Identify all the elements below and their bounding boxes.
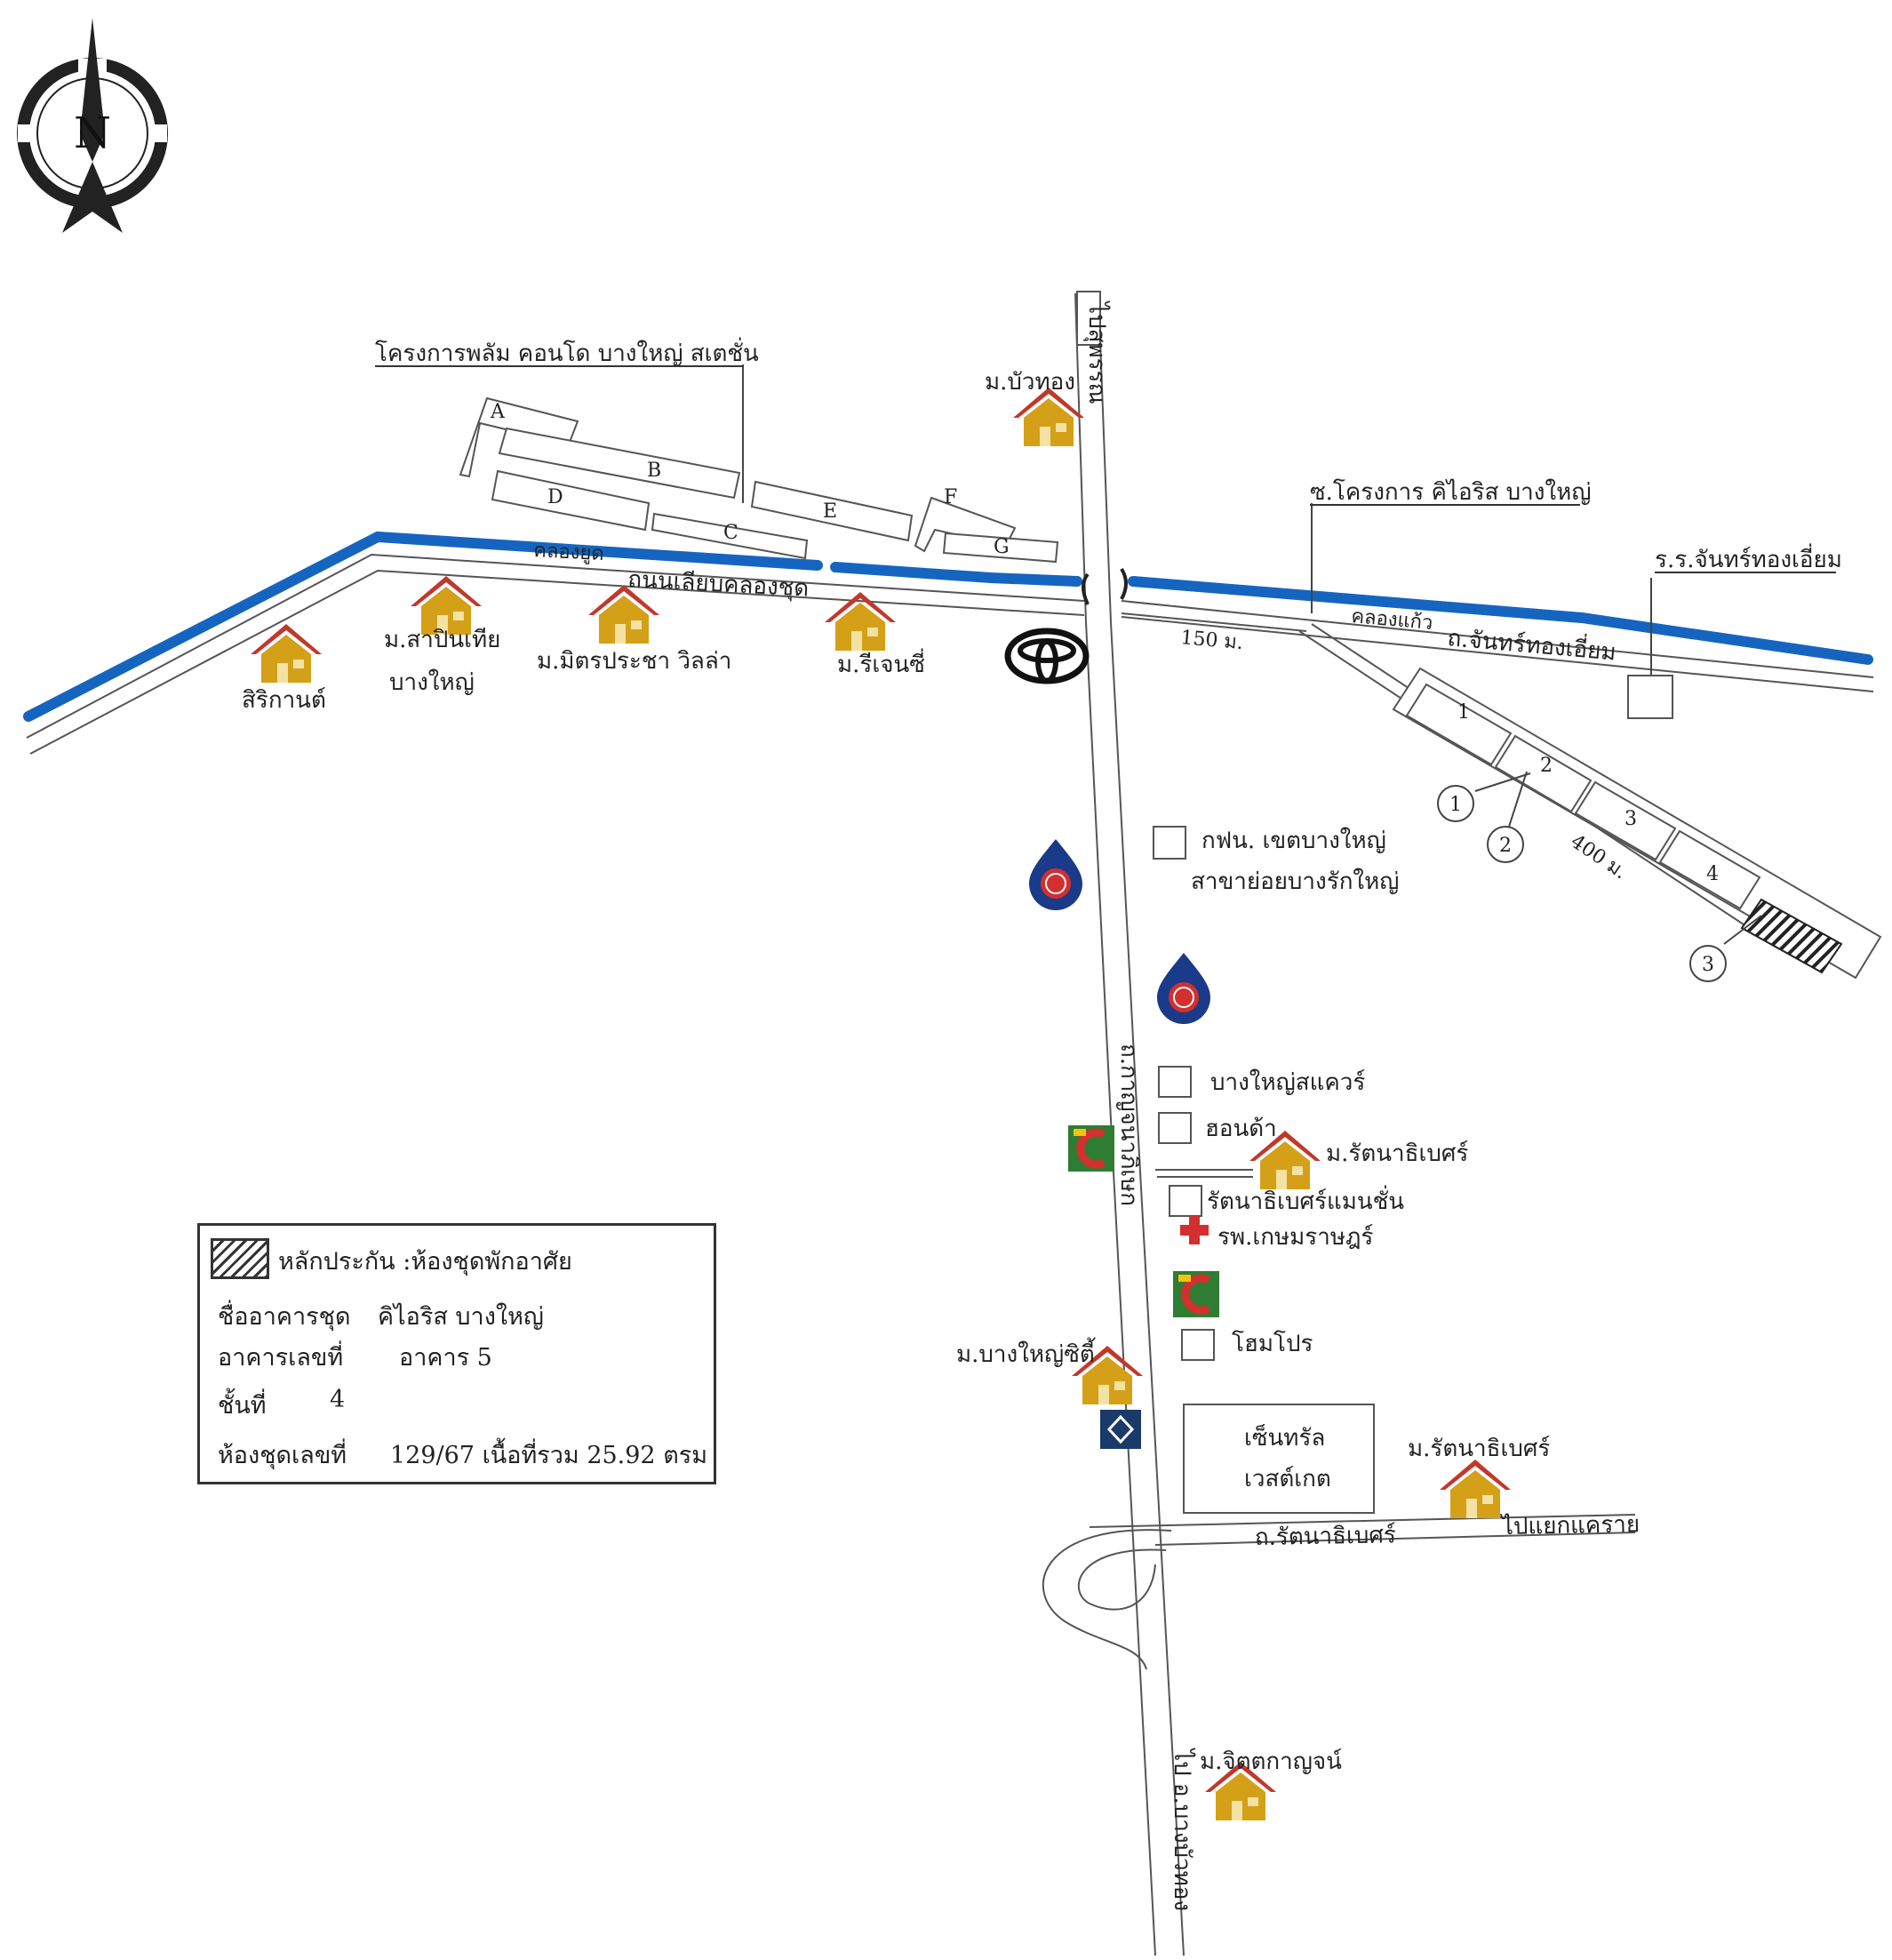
- label-to-bang-bua-thong: ไป อ.บางบัวทอง: [1169, 1748, 1196, 1911]
- hatch-swatch-icon: [211, 1238, 269, 1279]
- canal-right: [1128, 576, 1873, 665]
- pea-square-icon: [1153, 826, 1186, 860]
- label-homepro: โฮมโปร: [1232, 1330, 1313, 1357]
- homepro-square-icon: [1181, 1329, 1215, 1361]
- plum-bldg-c: C: [723, 522, 738, 544]
- label-bangyai-square: บางใหญ่สแควร์: [1210, 1069, 1365, 1096]
- plum-bldg-b: B: [647, 460, 661, 482]
- legend-box: หลักประกัน :ห้องชุดพักอาศัย ชื่ออาคารชุด…: [197, 1223, 716, 1484]
- label-central-1: เซ็นทรัล: [1244, 1423, 1325, 1452]
- mansion-square-icon: [1169, 1185, 1202, 1217]
- rattanathibet-road-bottom: [1154, 1532, 1636, 1546]
- svg-text:1: 1: [1449, 794, 1462, 816]
- label-plum-project: โครงการพลัม คอนโด บางใหญ่ สเตชั่น: [375, 337, 759, 367]
- ptt-icon-1: [1028, 838, 1083, 911]
- legend-unit-label: ห้องชุดเลขที่: [218, 1442, 347, 1469]
- svg-text:2: 2: [1499, 835, 1512, 857]
- label-hospital: รพ.เกษมราษฎร์: [1217, 1224, 1373, 1251]
- label-sapinthia-1: ม.สาปินเทีย: [384, 627, 500, 653]
- label-rattanathibet-2: ม.รัตนาธิเบศร์: [1408, 1436, 1550, 1462]
- compass-letter: N: [74, 108, 111, 158]
- central-westgate-block: [1183, 1404, 1375, 1514]
- marker-1: 1: [1437, 772, 1531, 822]
- u-turn-loop-outer: [1042, 1529, 1172, 1670]
- legend-building-name-value: คิไอริส บางใหญ่: [378, 1303, 544, 1331]
- label-canal-left: คลองยูด: [533, 540, 605, 565]
- road-chanthong-bottom: [1121, 616, 1874, 692]
- legend-collateral: หลักประกัน :ห้องชุดพักอาศัย: [278, 1248, 572, 1276]
- iris-bldg-2: 2: [1540, 755, 1553, 777]
- u-turn-loop-inner: [1077, 1548, 1167, 1611]
- compass-icon: N: [17, 18, 168, 233]
- label-pea-1: กฟน. เขตบางใหญ่: [1201, 828, 1386, 854]
- main-road-east: [1098, 292, 1185, 1956]
- label-pea-2: สาขาย่อยบางรักใหญ่: [1191, 868, 1399, 895]
- plum-bldg-f: F: [944, 486, 957, 508]
- label-to-suphan: ไปสุพรรณ: [1083, 300, 1111, 404]
- canal-left: [23, 531, 823, 722]
- hospital-cross-icon: [1180, 1216, 1209, 1244]
- marker-3: 3: [1689, 915, 1762, 982]
- label-sirikan: สิริกานต์: [242, 687, 326, 714]
- house-icon-rattanathibet-2: [1440, 1460, 1511, 1518]
- plum-bldg-d: D: [547, 486, 563, 508]
- label-to-khae-rai: ไปแยกแคราย: [1500, 1510, 1641, 1540]
- road-canal-left-bottom: [29, 569, 1085, 755]
- canal-middle: [830, 562, 1082, 587]
- bridge-west: [1082, 572, 1090, 605]
- label-rattanathibet-road: ถ.รัตนาธิเบศร์: [1255, 1522, 1396, 1551]
- plum-bldg-g: G: [994, 536, 1010, 558]
- label-road-chanthong: ถ.จันทร์ทองเอี่ยม: [1446, 621, 1617, 666]
- label-kanchana-road: ถ.กาญจนาภิเษก: [1115, 1044, 1142, 1206]
- label-rattanathibet-mansion: รัตนาธิเบศร์แมนชั่น: [1207, 1185, 1404, 1215]
- ptt-icon-2: [1156, 952, 1211, 1025]
- road-chanthong-top: [1121, 600, 1874, 678]
- plum-bldg-e: E: [823, 500, 837, 523]
- road-sign-post: [1076, 291, 1101, 346]
- iris-bldg-3: 3: [1625, 808, 1637, 830]
- school-square-icon: [1627, 675, 1673, 719]
- label-jitkanchan: ม.จิตตกาญจน์: [1200, 1748, 1342, 1775]
- iris-project: 1 2 3 4: [1392, 667, 1882, 980]
- bigc-icon-1: [1068, 1125, 1114, 1172]
- legend-building-no-label: อาคารเลขที่: [218, 1344, 344, 1372]
- bridge-east: [1120, 567, 1128, 600]
- label-central-2: เวสต์เกต: [1244, 1466, 1331, 1492]
- marker-2: 2: [1487, 771, 1528, 863]
- label-sapinthia-2: บางใหญ่: [389, 669, 475, 696]
- iris-bldg-1: 1: [1457, 701, 1470, 724]
- legend-floor-label: ชั้นที่: [218, 1392, 267, 1420]
- bigc-icon-2: [1173, 1271, 1219, 1317]
- iris-bldg-4: 4: [1706, 863, 1719, 885]
- label-school: ร.ร.จันทร์ทองเอี่ยม: [1655, 543, 1842, 573]
- plum-bldg-a: A: [490, 401, 506, 423]
- label-mitprasacha: ม.มิตรประชา วิลล่า: [537, 648, 731, 675]
- house-icon-bua-thong: [1013, 388, 1084, 446]
- toyota-icon: [1004, 628, 1090, 684]
- legend-building-no-value: อาคาร 5: [399, 1344, 492, 1372]
- label-road-canal: ถนนเลียบคลองชุด: [627, 566, 810, 603]
- legend-unit-value: 129/67 เนื้อที่รวม 25.92 ตรม: [390, 1442, 708, 1469]
- label-honda: ฮอนด้า: [1205, 1116, 1277, 1142]
- legend-building-name-label: ชื่ออาคารชุด: [218, 1303, 351, 1331]
- label-bua-thong: ม.บัวทอง: [985, 369, 1075, 396]
- label-regency: ม.รีเจนซี่: [837, 648, 925, 678]
- access-150m: [1121, 612, 1307, 632]
- label-bangyai-city: ม.บางใหญ่ซิตี้: [956, 1337, 1096, 1368]
- label-dist-150: 150 ม.: [1179, 627, 1243, 654]
- main-road-west: [1074, 292, 1156, 1956]
- honda-square-icon: [1158, 1112, 1192, 1144]
- bangyai-square-icon: [1158, 1066, 1192, 1098]
- svg-text:3: 3: [1702, 954, 1714, 976]
- label-soi-iris: ซ.โครงการ คิไอริส บางใหญ่: [1310, 478, 1591, 506]
- rattanathibet-road-top: [1089, 1514, 1636, 1528]
- road-canal-left-top: [26, 553, 1085, 739]
- label-rattanathibet-1: ม.รัตนาธิเบศร์: [1326, 1140, 1468, 1167]
- plum-project: A B C D E F G: [459, 396, 1059, 564]
- collateral-building: [1740, 898, 1843, 974]
- bank-icon: [1100, 1410, 1141, 1449]
- legend-floor-value: 4: [330, 1386, 346, 1413]
